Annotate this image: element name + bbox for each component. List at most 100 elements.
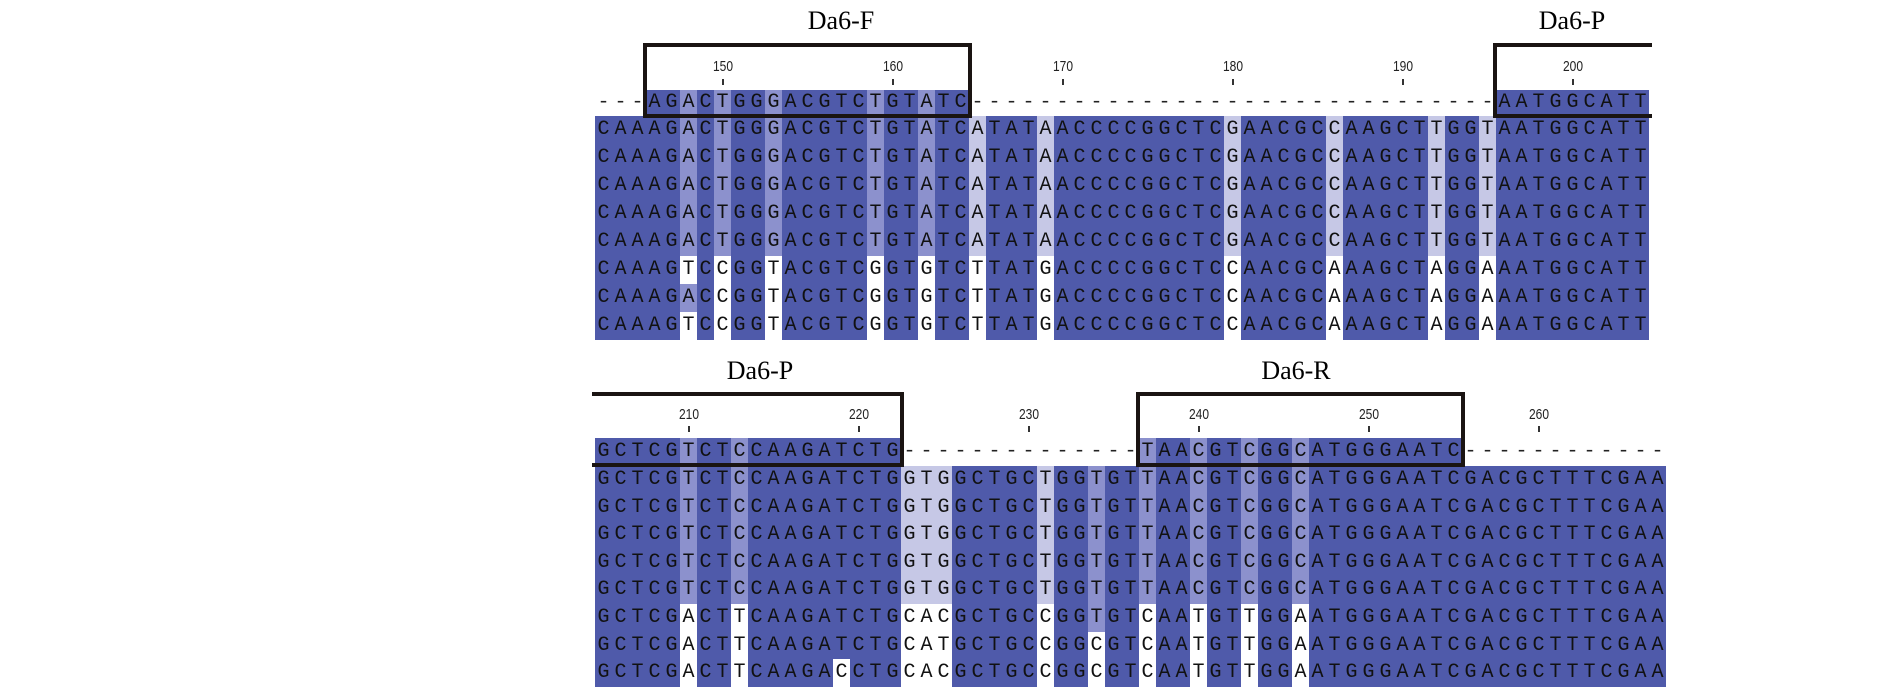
residue: T bbox=[1547, 604, 1564, 632]
residue: C bbox=[1224, 256, 1241, 284]
residue: G bbox=[765, 116, 782, 144]
residue: C bbox=[697, 200, 714, 228]
residue: C bbox=[1241, 521, 1258, 550]
consensus-residue: G bbox=[663, 90, 680, 116]
residue: A bbox=[1173, 466, 1190, 494]
residue: C bbox=[1088, 256, 1105, 284]
residue: G bbox=[1615, 576, 1632, 605]
residue: A bbox=[680, 144, 697, 172]
residue: A bbox=[816, 466, 833, 494]
residue: C bbox=[952, 312, 969, 340]
residue: C bbox=[1020, 631, 1037, 660]
residue: C bbox=[1326, 172, 1343, 200]
residue: G bbox=[884, 493, 901, 522]
residue: T bbox=[714, 548, 731, 577]
consensus-residue: C bbox=[1190, 438, 1207, 465]
residue: G bbox=[1258, 604, 1275, 632]
residue: T bbox=[986, 200, 1003, 228]
residue: C bbox=[1496, 466, 1513, 494]
residue: G bbox=[935, 576, 952, 605]
residue: G bbox=[1343, 493, 1360, 522]
residue: G bbox=[1054, 493, 1071, 522]
residue: T bbox=[867, 548, 884, 577]
residue: T bbox=[629, 631, 646, 660]
residue: C bbox=[697, 228, 714, 256]
consensus-residue: G bbox=[1258, 438, 1275, 465]
residue: G bbox=[1547, 284, 1564, 312]
consensus-residue: T bbox=[1632, 90, 1649, 116]
residue: A bbox=[1258, 284, 1275, 312]
residue: A bbox=[1479, 493, 1496, 522]
residue: G bbox=[1462, 312, 1479, 340]
consensus-residue: C bbox=[850, 438, 867, 465]
residue: G bbox=[1462, 284, 1479, 312]
residue: A bbox=[680, 200, 697, 228]
residue: A bbox=[1394, 604, 1411, 632]
residue: T bbox=[901, 172, 918, 200]
residue: G bbox=[1377, 466, 1394, 494]
residue: T bbox=[935, 144, 952, 172]
residue: C bbox=[714, 312, 731, 340]
residue: G bbox=[1615, 631, 1632, 660]
gap-dash: - bbox=[1141, 91, 1154, 114]
residue: T bbox=[1564, 466, 1581, 494]
gap-dash: - bbox=[1328, 91, 1341, 114]
residue: C bbox=[1581, 312, 1598, 340]
residue: G bbox=[935, 548, 952, 577]
residue: C bbox=[1292, 493, 1309, 522]
residue: G bbox=[1139, 284, 1156, 312]
residue: G bbox=[1377, 312, 1394, 340]
residue: T bbox=[1241, 631, 1258, 660]
residue: T bbox=[867, 659, 884, 688]
residue: T bbox=[1326, 604, 1343, 632]
residue: T bbox=[714, 172, 731, 200]
residue: A bbox=[1258, 200, 1275, 228]
residue: C bbox=[1088, 200, 1105, 228]
residue: A bbox=[782, 631, 799, 660]
residue: A bbox=[816, 521, 833, 550]
residue: C bbox=[1309, 228, 1326, 256]
residue: G bbox=[1445, 312, 1462, 340]
residue: G bbox=[1258, 659, 1275, 688]
residue: C bbox=[1088, 172, 1105, 200]
residue: C bbox=[1241, 493, 1258, 522]
residue: C bbox=[1139, 631, 1156, 660]
residue: T bbox=[1411, 144, 1428, 172]
position-tick-label: 150 bbox=[712, 58, 733, 75]
residue: C bbox=[1122, 284, 1139, 312]
residue: G bbox=[1564, 284, 1581, 312]
residue: A bbox=[1173, 493, 1190, 522]
residue: C bbox=[595, 228, 612, 256]
consensus-residue: G bbox=[884, 90, 901, 116]
residue: G bbox=[1139, 144, 1156, 172]
residue: T bbox=[833, 604, 850, 632]
residue: A bbox=[918, 604, 935, 632]
residue: C bbox=[952, 284, 969, 312]
residue: T bbox=[1224, 576, 1241, 605]
primer-label: Da6-F bbox=[807, 6, 875, 35]
residue: T bbox=[833, 228, 850, 256]
residue: T bbox=[1190, 284, 1207, 312]
residue: A bbox=[1343, 228, 1360, 256]
residue: C bbox=[1581, 228, 1598, 256]
residue: G bbox=[1445, 172, 1462, 200]
position-tick-label: 260 bbox=[1528, 406, 1549, 423]
residue: A bbox=[765, 631, 782, 660]
residue: C bbox=[731, 493, 748, 522]
consensus-residue: G bbox=[663, 438, 680, 465]
residue: C bbox=[1071, 256, 1088, 284]
residue: G bbox=[1360, 521, 1377, 550]
residue: T bbox=[1530, 284, 1547, 312]
residue: G bbox=[952, 631, 969, 660]
residue: C bbox=[1173, 200, 1190, 228]
residue: G bbox=[901, 548, 918, 577]
residue: C bbox=[1071, 284, 1088, 312]
residue: T bbox=[935, 228, 952, 256]
residue: C bbox=[1309, 172, 1326, 200]
residue: G bbox=[1462, 228, 1479, 256]
residue: C bbox=[799, 228, 816, 256]
residue: G bbox=[1292, 144, 1309, 172]
residue: G bbox=[1275, 493, 1292, 522]
residue: C bbox=[799, 256, 816, 284]
residue: A bbox=[1479, 548, 1496, 577]
